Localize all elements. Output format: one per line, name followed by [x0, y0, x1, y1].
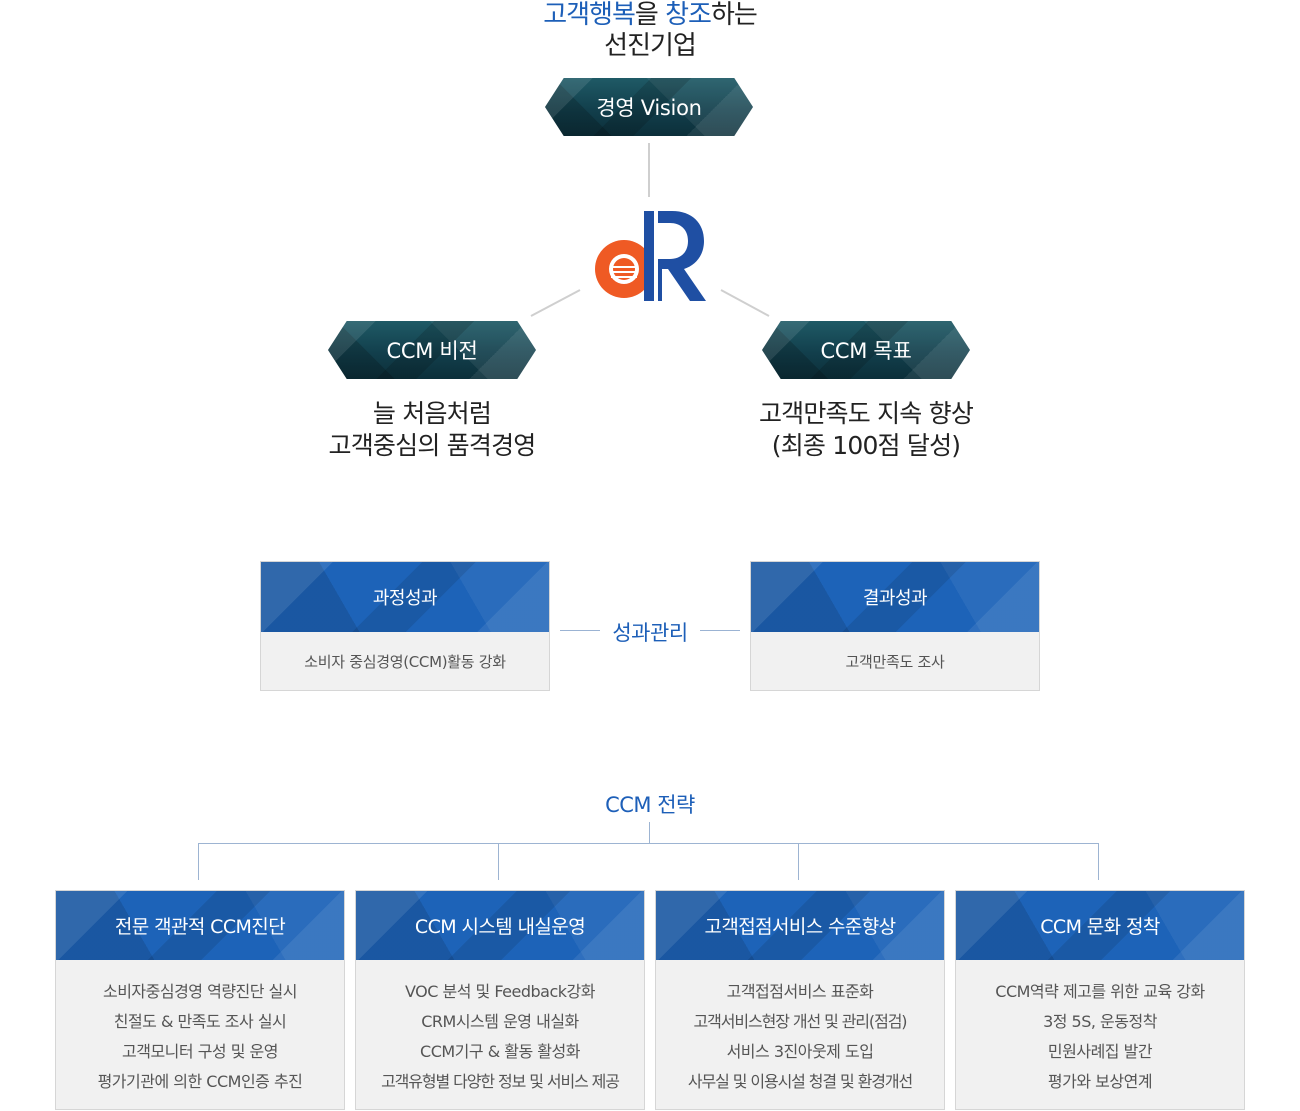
vision-connector-line: [648, 143, 650, 197]
strategy-box-title: CCM 시스템 내실운영: [356, 891, 644, 960]
performance-line-left: [560, 630, 600, 631]
ccm-vision-badge: CCM 비전: [328, 321, 536, 379]
result-performance-box: 결과성과 고객만족도 조사: [750, 561, 1040, 691]
strategy-box-title: 전문 객관적 CCM진단: [56, 891, 344, 960]
slogan-text-1: 을: [634, 0, 666, 30]
ccm-goal-line1: 고객만족도 지속 향상: [758, 399, 974, 428]
strategy-item: CCM역략 제고를 위한 교육 강화: [995, 982, 1205, 1001]
result-performance-text: 고객만족도 조사: [845, 652, 945, 671]
strategy-box-list: 고객접점서비스 표준화 고객서비스현장 개선 및 관리(점검) 서비스 3진아웃…: [656, 960, 944, 1097]
strategy-box-list: 소비자중심경영 역량진단 실시 친절도 & 만족도 조사 실시 고객모니터 구성…: [56, 960, 344, 1097]
ccm-goal-line2: (최종 100점 달성): [771, 431, 961, 460]
strategy-box-system: CCM 시스템 내실운영 VOC 분석 및 Feedback강화 CRM시스템 …: [355, 890, 645, 1110]
strategy-item: 소비자중심경영 역량진단 실시: [102, 982, 298, 1001]
strategy-item: CRM시스템 운영 내실화: [421, 1012, 579, 1031]
strategy-item: 친절도 & 만족도 조사 실시: [113, 1012, 287, 1031]
strategy-tree-stem: [649, 822, 650, 844]
ccm-vision-text: 늘 처음처럼 고객중심의 품격경영: [282, 398, 582, 462]
vision-badge-label: 경영 Vision: [596, 96, 702, 120]
strategy-item: 평가기관에 의한 CCM인증 추진: [97, 1072, 303, 1091]
process-performance-title: 과정성과: [261, 562, 549, 632]
slogan-line1: 고객행복을 창조하는: [0, 0, 1300, 31]
ccm-goal-text: 고객만족도 지속 향상 (최종 100점 달성): [716, 398, 1016, 462]
ccm-vision-line1: 늘 처음처럼: [372, 399, 492, 428]
strategy-tree-branch: [1098, 843, 1099, 880]
slogan: 고객행복을 창조하는 선진기업: [0, 0, 1300, 62]
result-performance-title: 결과성과: [751, 562, 1039, 632]
strategy-item: 고객접점서비스 표준화: [726, 982, 874, 1001]
strategy-tree-branch: [198, 843, 199, 880]
ccm-goal-badge: CCM 목표: [762, 321, 970, 379]
strategy-box-diagnosis: 전문 객관적 CCM진단 소비자중심경영 역량진단 실시 친절도 & 만족도 조…: [55, 890, 345, 1110]
strategy-item: 사무실 및 이용시설 청결 및 환경개선: [687, 1072, 913, 1091]
strategy-title: CCM 전략: [605, 793, 695, 817]
performance-center-label: 성과관리: [612, 621, 688, 645]
performance-line-right: [700, 630, 740, 631]
slogan-text-2: 하는: [710, 0, 758, 30]
strategy-item: 고객서비스현장 개선 및 관리(점검): [693, 1012, 908, 1031]
strategy-box-culture: CCM 문화 정착 CCM역략 제고를 위한 교육 강화 3정 5S, 운동정착…: [955, 890, 1245, 1110]
company-logo-icon: [595, 211, 706, 301]
process-performance-text: 소비자 중심경영(CCM)활동 강화: [304, 652, 506, 671]
vision-badge: 경영 Vision: [545, 78, 753, 136]
strategy-tree-branch: [498, 843, 499, 880]
slogan-highlight-1: 고객행복: [543, 0, 636, 30]
strategy-item: 고객모니터 구성 및 운영: [122, 1042, 278, 1061]
logo-connector-lines: [530, 289, 770, 317]
strategy-tree-branch: [798, 843, 799, 880]
strategy-item: VOC 분석 및 Feedback강화: [405, 982, 595, 1001]
process-performance-box: 과정성과 소비자 중심경영(CCM)활동 강화: [260, 561, 550, 691]
strategy-item: 고객유형별 다양한 정보 및 서비스 제공: [381, 1072, 620, 1091]
strategy-box-list: CCM역략 제고를 위한 교육 강화 3정 5S, 운동정착 민원사례집 발간 …: [956, 960, 1244, 1097]
strategy-item: 민원사례집 발간: [1047, 1042, 1153, 1061]
strategy-box-list: VOC 분석 및 Feedback강화 CRM시스템 운영 내실화 CCM기구 …: [356, 960, 644, 1097]
strategy-box-title: CCM 문화 정착: [956, 891, 1244, 960]
slogan-highlight-2: 창조: [665, 0, 712, 30]
strategy-item: 3정 5S, 운동정착: [1043, 1012, 1157, 1031]
strategy-item: 평가와 보상연계: [1047, 1072, 1153, 1091]
strategy-box-title: 고객접점서비스 수준향상: [656, 891, 944, 960]
ccm-vision-badge-label: CCM 비전: [386, 339, 478, 363]
strategy-box-service: 고객접점서비스 수준향상 고객접점서비스 표준화 고객서비스현장 개선 및 관리…: [655, 890, 945, 1110]
slogan-line2: 선진기업: [604, 31, 697, 61]
ccm-goal-badge-label: CCM 목표: [820, 339, 912, 363]
ccm-vision-line2: 고객중심의 품격경영: [328, 431, 537, 460]
strategy-item: 서비스 3진아웃제 도입: [726, 1042, 874, 1061]
strategy-tree-bar: [198, 843, 1099, 844]
strategy-item: CCM기구 & 활동 활성화: [420, 1042, 580, 1061]
